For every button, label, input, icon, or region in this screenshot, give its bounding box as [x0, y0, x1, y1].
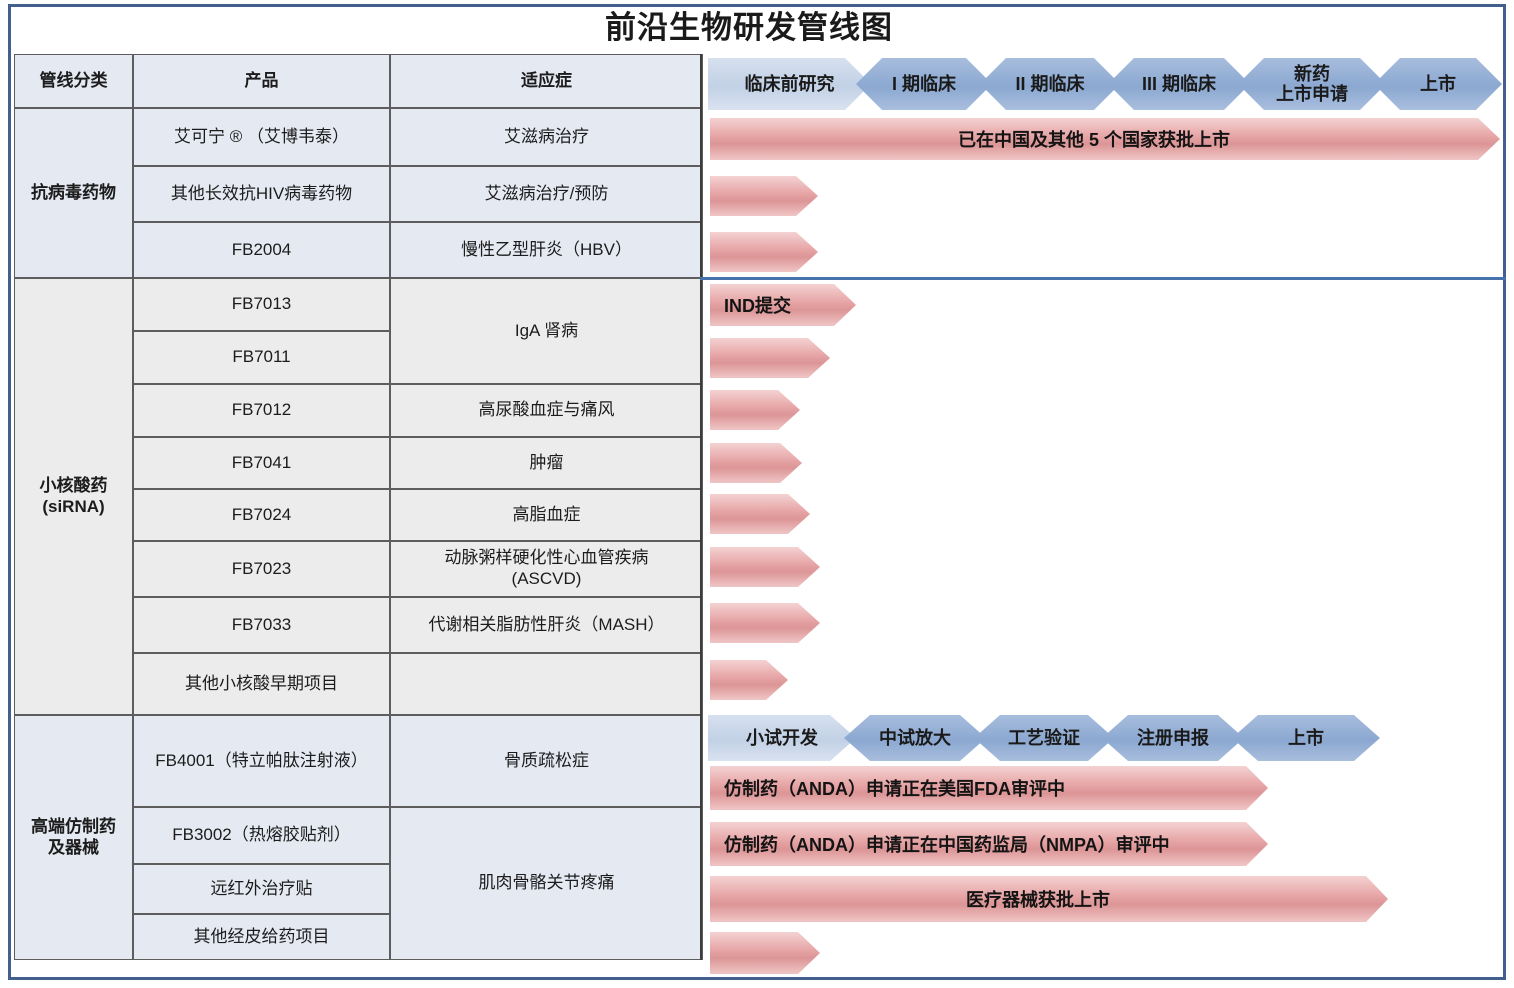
progress-bar-row[interactable]	[710, 443, 802, 483]
stage-label: 临床前研究	[744, 73, 835, 94]
product-cell: FB4001（特立帕肽注射液）	[133, 715, 390, 807]
indication-text: 动脉粥样硬化性心血管疾病(ASCVD)	[444, 548, 649, 588]
stage-label: I 期临床	[891, 73, 956, 94]
indication-cell: 肿瘤	[390, 437, 703, 489]
indication-cell: 高脂血症	[390, 489, 703, 541]
table-header-indication: 适应症	[390, 54, 703, 108]
progress-bar-row[interactable]: 仿制药（ANDA）申请正在美国FDA审评中	[710, 766, 1268, 810]
stage-label: 中试放大	[879, 727, 951, 748]
progress-bar-row[interactable]	[710, 932, 820, 974]
progress-bar-label: 仿制药（ANDA）申请正在美国FDA审评中	[724, 779, 1065, 799]
indication-cell: 艾滋病治疗	[390, 108, 703, 166]
progress-bar-label: 仿制药（ANDA）申请正在中国药监局（NMPA）审评中	[724, 835, 1170, 855]
indication-cell: 高尿酸血症与痛风	[390, 384, 703, 437]
stage-label: III 期临床	[1141, 73, 1216, 94]
progress-bar-row[interactable]	[710, 338, 830, 378]
progress-bar-row[interactable]	[710, 176, 818, 216]
category-generic: 高端仿制药及器械	[14, 715, 133, 960]
indication-cell: 代谢相关脂肪性肝炎（MASH）	[390, 597, 703, 653]
product-cell: 远红外治疗贴	[133, 864, 390, 914]
product-cell: FB7013	[133, 278, 390, 331]
indication-cell	[390, 653, 703, 715]
progress-bar-label: IND提交	[724, 296, 791, 316]
progress-bar-label: 已在中国及其他 5 个国家获批上市	[957, 130, 1230, 150]
progress-bar-row[interactable]: 医疗器械获批上市	[710, 876, 1388, 922]
generic-stage-bar: 小试开发 中试放大 工艺验证 注册申报 上市	[708, 715, 1502, 761]
stage-label: 工艺验证	[1008, 727, 1080, 748]
stage-phase2[interactable]: II 期临床	[980, 58, 1120, 110]
category-sirna-line1: 小核酸药(siRNA)	[39, 475, 108, 516]
progress-bar-row[interactable]	[710, 547, 820, 587]
stage-process-validation[interactable]: 工艺验证	[974, 715, 1114, 761]
product-cell: FB7012	[133, 384, 390, 437]
product-cell: FB7023	[133, 541, 390, 597]
stage-scaleup[interactable]: 中试放大	[844, 715, 986, 761]
category-sirna: 小核酸药(siRNA)	[14, 278, 133, 715]
progress-bar-row[interactable]	[710, 660, 788, 700]
stage-label: 上市	[1288, 727, 1324, 748]
progress-bar-row[interactable]	[710, 232, 818, 272]
progress-bar-label: 医疗器械获批上市	[966, 890, 1110, 910]
pipeline-table: 管线分类 产品 适应症 抗病毒药物 艾可宁 ® （艾博韦泰） 艾滋病治疗 其他长…	[14, 54, 703, 960]
product-cell: 艾可宁 ® （艾博韦泰）	[133, 108, 390, 166]
stage-market[interactable]: 上市	[1374, 58, 1502, 110]
product-cell: 其他小核酸早期项目	[133, 653, 390, 715]
clinical-stage-bar: 临床前研究 I 期临床 II 期临床 III 期临床 新药上市申请 上市	[708, 58, 1502, 110]
category-antiviral: 抗病毒药物	[14, 108, 133, 278]
indication-cell: 艾滋病治疗/预防	[390, 166, 703, 222]
progress-bar-row[interactable]: IND提交	[710, 284, 856, 326]
product-cell: FB2004	[133, 222, 390, 278]
indication-cell: 动脉粥样硬化性心血管疾病(ASCVD)	[390, 541, 703, 597]
stage-generic-market[interactable]: 上市	[1232, 715, 1380, 761]
indication-cell: 骨质疏松症	[390, 715, 703, 807]
product-cell: FB3002（热熔胶贴剂）	[133, 807, 390, 864]
stage-nda[interactable]: 新药上市申请	[1238, 58, 1386, 110]
stage-label: II 期临床	[1015, 73, 1085, 94]
indication-cell: IgA 肾病	[390, 278, 703, 384]
stage-label: 上市	[1420, 73, 1456, 94]
product-cell: 其他长效抗HIV病毒药物	[133, 166, 390, 222]
page-title: 前沿生物研发管线图	[605, 10, 893, 45]
indication-cell: 慢性乙型肝炎（HBV）	[390, 222, 703, 278]
stage-label: 注册申报	[1137, 727, 1209, 748]
progress-bar-row[interactable]	[710, 603, 820, 643]
stage-label: 小试开发	[746, 727, 818, 748]
product-cell: FB7033	[133, 597, 390, 653]
category-generic-text: 高端仿制药及器械	[31, 816, 116, 857]
product-cell: FB7024	[133, 489, 390, 541]
product-cell: 其他经皮给药项目	[133, 914, 390, 960]
product-cell: FB7011	[133, 331, 390, 384]
stage-phase3[interactable]: III 期临床	[1108, 58, 1250, 110]
progress-bar-row[interactable]: 已在中国及其他 5 个国家获批上市	[710, 118, 1500, 160]
stage-pilot-dev[interactable]: 小试开发	[708, 715, 856, 761]
progress-bar-row[interactable]	[710, 390, 800, 430]
stage-preclinical[interactable]: 临床前研究	[708, 58, 871, 110]
section-divider-antiviral-sirna	[700, 277, 1506, 280]
indication-cell: 肌肉骨骼关节疼痛	[390, 807, 703, 960]
table-header-product: 产品	[133, 54, 390, 108]
table-header-category: 管线分类	[14, 54, 133, 108]
stage-registration[interactable]: 注册申报	[1102, 715, 1244, 761]
stage-label: 新药上市申请	[1276, 63, 1348, 104]
progress-bar-row[interactable]	[710, 494, 810, 534]
progress-bar-row[interactable]: 仿制药（ANDA）申请正在中国药监局（NMPA）审评中	[710, 822, 1268, 866]
stage-phase1[interactable]: I 期临床	[856, 58, 992, 110]
product-cell: FB7041	[133, 437, 390, 489]
progress-panel: 临床前研究 I 期临床 II 期临床 III 期临床 新药上市申请 上市 已在中…	[700, 54, 1500, 960]
